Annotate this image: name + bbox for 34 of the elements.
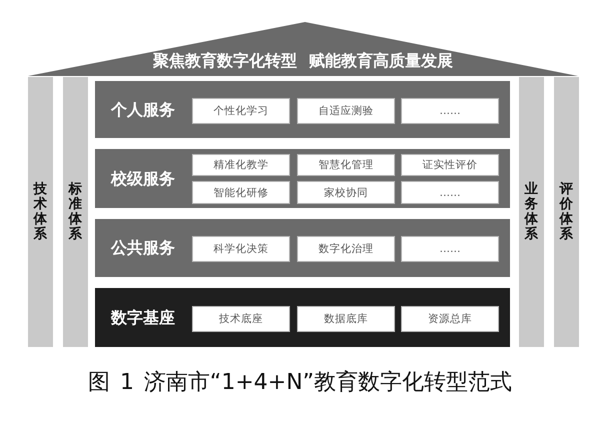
item-box: 精准化教学 [192, 154, 290, 176]
pillar [519, 77, 544, 347]
item-box: 证实性评价 [401, 154, 499, 176]
layer-band [95, 149, 510, 208]
pillar [63, 77, 88, 347]
item-box: 自适应测验 [297, 98, 395, 124]
item-box: 技术底座 [192, 306, 290, 332]
layer-band [95, 219, 510, 277]
item-box: 资源总库 [401, 306, 499, 332]
roof-triangle [28, 22, 578, 76]
pillar-label: 评价体系 [560, 182, 574, 242]
pillar-label: 业务体系 [524, 182, 538, 242]
layer-band [95, 288, 510, 347]
item-box: 科学化决策 [192, 236, 290, 262]
layer-label: 校级服务 [111, 168, 175, 188]
item-box: …… [401, 181, 499, 204]
layer-label: 数字基座 [111, 308, 175, 328]
pillar [554, 77, 579, 347]
layer-band [95, 81, 510, 138]
item-box: 个性化学习 [192, 98, 290, 124]
figure-caption: 图 1 济南市“1+4+N”教育数字化转型范式 [88, 370, 512, 396]
item-box: …… [401, 98, 499, 124]
roof-heading: 聚焦教育数字化转型 赋能教育高质量发展 [153, 51, 453, 71]
item-box: 家校协同 [297, 181, 395, 204]
pillar [28, 77, 53, 347]
item-box: 智慧化管理 [297, 154, 395, 176]
pillar-label: 技术体系 [34, 182, 48, 242]
pillar-label: 标准体系 [68, 182, 82, 242]
item-box: …… [401, 236, 499, 262]
item-box: 智能化研修 [192, 181, 290, 204]
layer-label: 公共服务 [111, 238, 175, 258]
item-box: 数据底库 [297, 306, 395, 332]
item-box: 数字化治理 [297, 236, 395, 262]
layer-label: 个人服务 [111, 100, 175, 120]
